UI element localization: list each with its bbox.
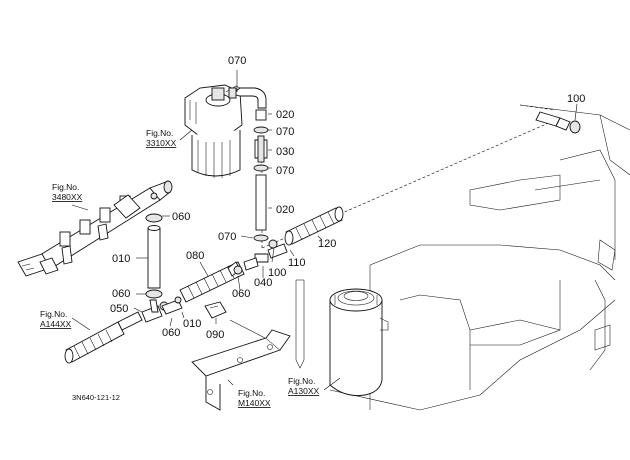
drawing-code: 3N640-121-12 bbox=[72, 393, 120, 402]
callout-100-center: 100 bbox=[268, 267, 286, 279]
callout-040: 040 bbox=[254, 277, 272, 289]
callout-120: 120 bbox=[318, 238, 336, 250]
callout-070-second: 070 bbox=[276, 126, 294, 138]
callout-060-lower: 060 bbox=[162, 327, 180, 339]
callout-060-upper: 060 bbox=[172, 211, 190, 223]
hose-010-left bbox=[136, 213, 170, 299]
figref-tank-label: Fig.No. bbox=[288, 376, 315, 386]
fig-ref-leaders bbox=[71, 129, 341, 391]
figref-rail-number: 3480XX bbox=[52, 192, 83, 202]
callout-060-mid: 060 bbox=[232, 288, 250, 300]
figref-inlet-number: A144XX bbox=[40, 319, 72, 329]
callout-070-left: 070 bbox=[218, 231, 236, 243]
callout-070-top: 070 bbox=[228, 55, 246, 67]
inlet-hose-protector bbox=[64, 311, 143, 364]
figref-bracket-label: Fig.No. bbox=[238, 388, 265, 398]
fuel-injection-rail bbox=[17, 180, 173, 277]
figref-filter-label: Fig.No. bbox=[146, 128, 173, 138]
figref-tank-number: A130XX bbox=[288, 386, 320, 396]
frame-posts bbox=[295, 279, 305, 369]
callout-110: 110 bbox=[288, 257, 306, 269]
clamp-090 bbox=[204, 301, 227, 324]
fuel-tank-outline bbox=[329, 104, 630, 411]
callout-060-left: 060 bbox=[112, 288, 130, 300]
fuel-filter-assembly bbox=[184, 84, 245, 178]
callout-010-lower: 010 bbox=[183, 318, 201, 330]
mounting-bracket bbox=[191, 319, 291, 411]
figref-bracket-number: M140XX bbox=[238, 398, 271, 408]
fitting-100-right bbox=[535, 103, 581, 134]
figref-inlet-label: Fig.No. bbox=[40, 309, 67, 319]
callout-020-lower: 020 bbox=[276, 204, 294, 216]
tee-fitting-040 bbox=[243, 239, 288, 278]
callout-090: 090 bbox=[206, 329, 224, 341]
figref-rail-label: Fig.No. bbox=[52, 182, 79, 192]
vertical-hose-stack bbox=[253, 109, 269, 242]
figref-filter-number: 3310XX bbox=[146, 138, 177, 148]
tank-filler-neck bbox=[329, 288, 389, 396]
callout-070-third: 070 bbox=[276, 165, 294, 177]
hose-protector-080 bbox=[179, 261, 245, 303]
callout-050: 050 bbox=[110, 303, 128, 315]
callout-100-right: 100 bbox=[567, 93, 585, 105]
callout-030: 030 bbox=[276, 146, 294, 158]
hose-070-bend bbox=[228, 87, 267, 109]
callout-010-left: 010 bbox=[112, 253, 130, 265]
joint-050-assembly bbox=[133, 296, 185, 327]
leaders-stack bbox=[236, 70, 272, 239]
pipe-protector-120 bbox=[284, 206, 344, 257]
callout-020-upper: 020 bbox=[276, 109, 294, 121]
callout-080: 080 bbox=[186, 250, 204, 262]
